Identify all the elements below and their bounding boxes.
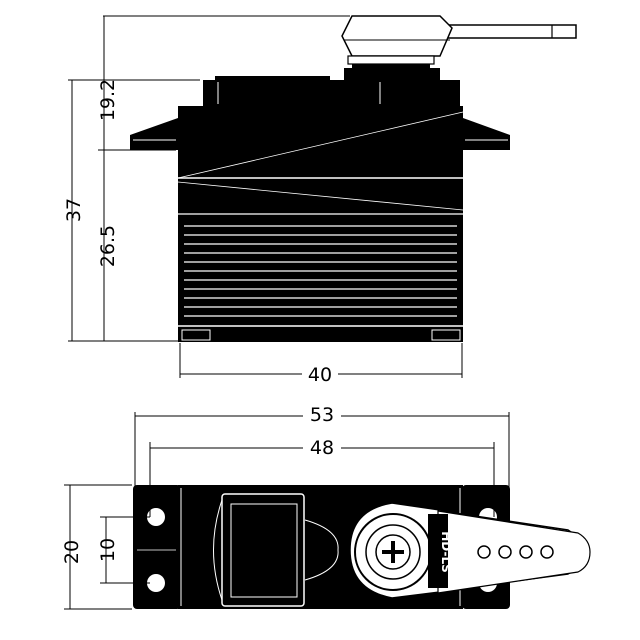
cooling-fins [184, 225, 457, 317]
side-view [103, 15, 577, 342]
horn-hole-icon [540, 545, 554, 559]
dim-width: 20 [61, 540, 83, 564]
servo-horn-top: HD-LS [349, 502, 591, 599]
horn-hole-icon [477, 545, 491, 559]
mount-hole-icon [147, 508, 165, 526]
mount-ear-left [130, 118, 178, 150]
dim-top-offset: 19.2 [97, 79, 119, 121]
horn-hole-icon [498, 545, 512, 559]
horn-label: HD-LS [439, 531, 453, 573]
output-hub [344, 68, 440, 80]
mount-hole-icon [147, 574, 165, 592]
dim-total-height: 37 [63, 198, 85, 222]
servo-horn-side [341, 15, 577, 68]
mount-ear-right [463, 118, 510, 150]
mount-flange-left [133, 485, 181, 609]
side-dimensions: 37 19.2 26.5 40 [63, 16, 463, 386]
label-plate [221, 493, 305, 607]
dim-overall-length: 53 [310, 404, 334, 426]
top-cap [203, 80, 460, 106]
horn-hole-icon [519, 545, 533, 559]
top-view: HD-LS [133, 485, 591, 609]
dim-mount-spacing: 48 [310, 437, 334, 459]
dim-hole-spacing: 10 [97, 538, 119, 562]
top-dimensions: 53 48 20 10 [61, 403, 510, 610]
dim-body-width: 40 [308, 364, 332, 386]
dim-body-height: 26.5 [97, 225, 119, 267]
